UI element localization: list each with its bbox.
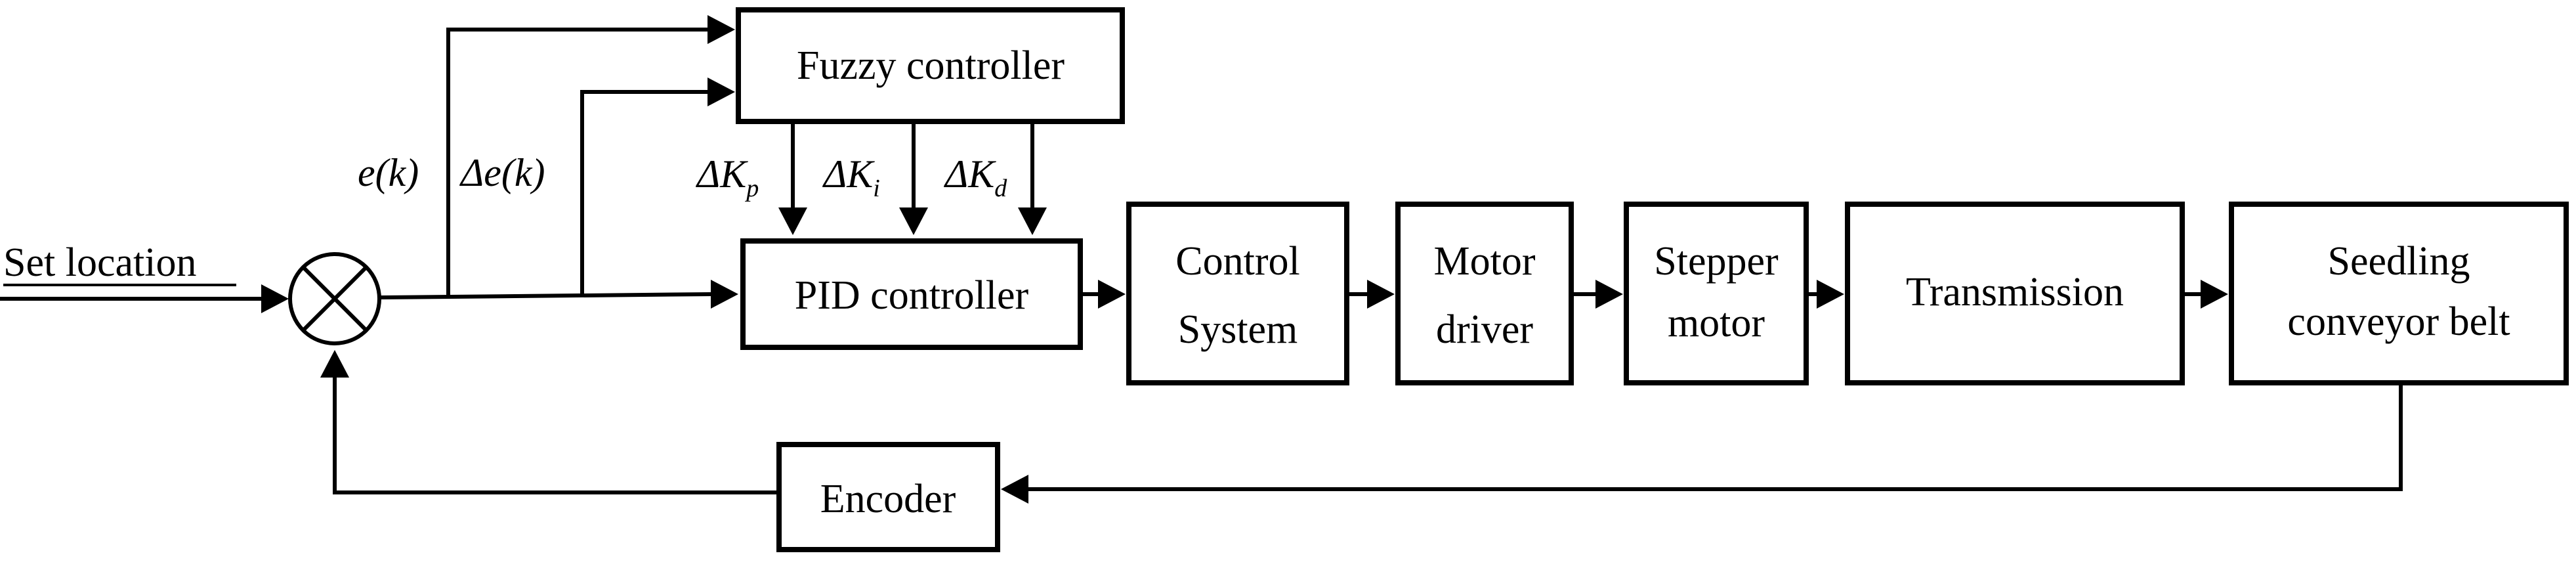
block-pid-controller <box>740 238 1083 350</box>
arrow-transmission-to-belt <box>2201 280 2228 309</box>
arrow-pid-to-control <box>1098 280 1126 309</box>
block-transmission <box>1845 202 2185 385</box>
label-stepper-motor-line2: motor <box>1668 301 1765 345</box>
wire-error-to-fuzzy <box>446 28 709 297</box>
label-motor-driver-line2: driver <box>1436 307 1533 352</box>
arrow-driver-to-stepper <box>1595 280 1623 309</box>
arrow-error-to-fuzzy <box>707 15 735 44</box>
label-seedling-belt-line1: Seedling <box>2328 239 2470 284</box>
arrow-kp <box>778 207 807 235</box>
label-control-system-line1: Control <box>1175 239 1299 284</box>
arrow-ki <box>899 207 928 235</box>
label-error: e(k) <box>358 151 419 194</box>
block-seedling-conveyor-belt <box>2229 202 2569 385</box>
block-fuzzy-controller <box>736 7 1125 124</box>
arrow-to-sum <box>320 350 349 378</box>
wire-error-change-to-fuzzy <box>580 90 709 297</box>
arrow-to-pid <box>711 280 738 309</box>
label-fuzzy-controller: Fuzzy controller <box>797 43 1065 88</box>
label-delta-kp: ΔKp <box>696 152 759 202</box>
arrow-error-change-to-fuzzy <box>707 77 735 106</box>
label-stepper-motor-line1: Stepper <box>1654 239 1779 284</box>
wire-sum-to-pid <box>380 292 713 299</box>
arrow-control-to-driver <box>1367 280 1395 309</box>
label-delta-ki: ΔKi <box>822 152 880 202</box>
arrow-stepper-to-transmission <box>1817 280 1844 309</box>
wire-belt-to-encoder <box>1027 384 2403 491</box>
label-error-change: Δe(k) <box>459 151 545 194</box>
arrow-kd <box>1018 207 1047 235</box>
summing-junction <box>288 252 381 345</box>
block-motor-driver <box>1395 202 1574 385</box>
label-pid-controller: PID controller <box>795 273 1029 318</box>
label-delta-kd: ΔKd <box>944 152 1007 202</box>
label-seedling-belt-line2: conveyor belt <box>2287 299 2510 344</box>
block-stepper-motor <box>1624 202 1809 385</box>
arrow-to-encoder <box>1001 475 1028 504</box>
block-control-system <box>1126 202 1349 385</box>
arrow-input <box>261 284 289 313</box>
label-encoder: Encoder <box>820 477 956 521</box>
label-control-system-line2: System <box>1178 307 1298 352</box>
label-motor-driver-line1: Motor <box>1434 239 1536 284</box>
label-transmission: Transmission <box>1906 270 2124 315</box>
block-encoder <box>776 442 1000 552</box>
wire-encoder-to-sum <box>333 376 779 494</box>
label-set-location: Set location <box>3 240 196 285</box>
